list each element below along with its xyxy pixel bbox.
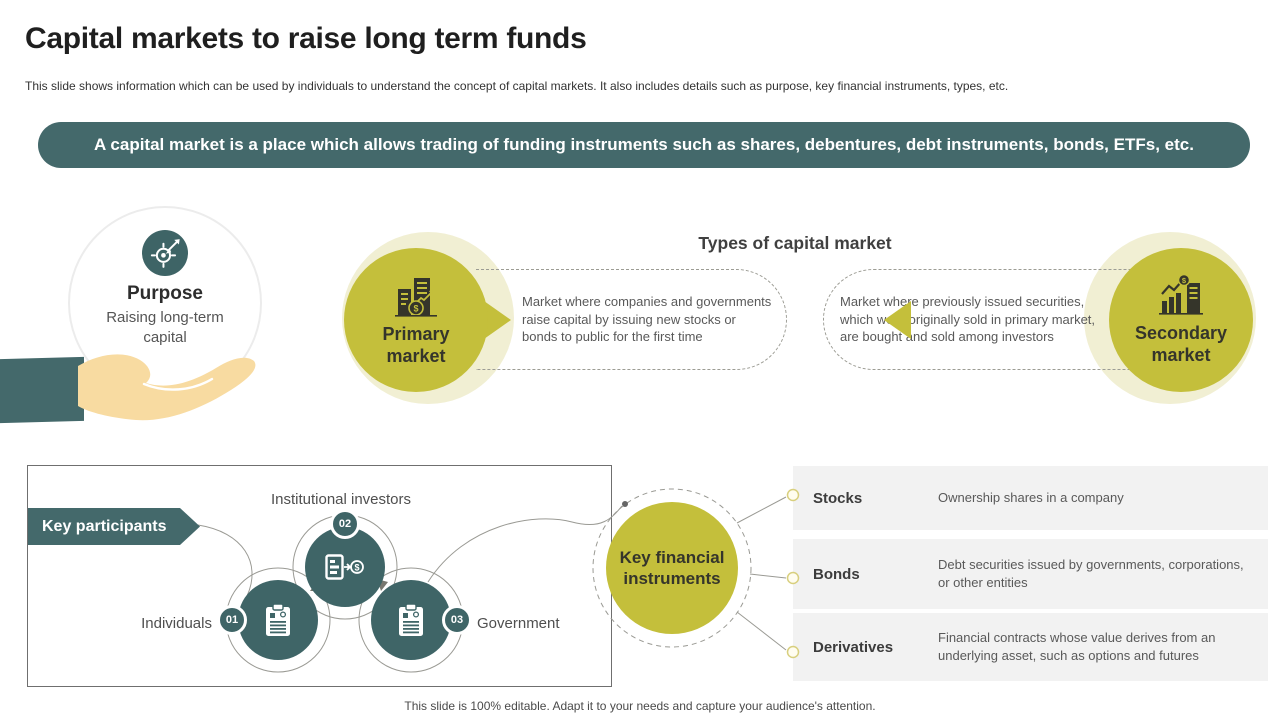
instrument-row-stocks: Stocks Ownership shares in a company: [793, 466, 1268, 530]
secondary-market-label: Secondary market: [1134, 323, 1228, 365]
types-heading: Types of capital market: [698, 233, 892, 253]
primary-market-callout: Market where companies and governments r…: [476, 269, 787, 370]
participant-circle-government: [371, 580, 451, 660]
badge-number: 03: [450, 614, 464, 626]
participant-badge-03: 03: [442, 605, 472, 635]
instrument-row-bonds: Bonds Debt securities issued by governme…: [793, 539, 1268, 609]
instrument-description: Ownership shares in a company: [938, 489, 1124, 505]
purpose-title: Purpose: [126, 283, 204, 304]
svg-text:$: $: [354, 563, 359, 573]
primary-market-arrow: [484, 301, 511, 339]
secondary-market-circle: $ Secondary market: [1109, 248, 1253, 392]
key-financial-instruments-circle: Key financial instruments: [606, 502, 738, 634]
secondary-market-description: Market where previously issued securitie…: [840, 293, 1096, 345]
svg-text:$: $: [1182, 276, 1187, 285]
instrument-description: Debt securities issued by governments, c…: [938, 556, 1244, 590]
clipboard-icon: [266, 603, 290, 636]
page-subtitle: This slide shows information which can b…: [25, 79, 1009, 93]
participant-label-individuals: Individuals: [141, 615, 212, 632]
instrument-term: Stocks: [813, 489, 863, 507]
target-dart-icon: [142, 230, 188, 276]
participant-label-institutional-investors: Institutional investors: [270, 491, 412, 508]
key-participants-tag-label: Key participants: [42, 517, 167, 535]
participant-badge-02: 02: [330, 509, 360, 539]
page-title: Capital markets to raise long term funds: [25, 22, 587, 55]
participant-label-government: Government: [477, 615, 560, 632]
badge-number: 01: [225, 614, 239, 626]
participant-badge-01: 01: [217, 605, 247, 635]
instrument-term: Bonds: [813, 565, 860, 583]
buildings-dollar-icon: $: [395, 278, 437, 318]
footer-note: This slide is 100% editable. Adapt it to…: [404, 699, 876, 713]
purpose-description: Raising long-term capital: [106, 309, 224, 346]
secondary-market-arrow: [884, 301, 911, 339]
growth-chart-dollar-icon: $: [1159, 274, 1203, 316]
hand-sleeve: [0, 356, 84, 424]
definition-banner: A capital market is a place which allows…: [38, 122, 1250, 168]
instrument-description: Financial contracts whose value derives …: [938, 629, 1216, 663]
key-participants-tag: Key participants: [28, 508, 200, 545]
badge-number: 02: [338, 518, 352, 530]
svg-text:$: $: [413, 304, 418, 314]
definition-banner-text: A capital market is a place which allows…: [94, 135, 1194, 154]
org-chart-dollar-icon: $: [325, 554, 364, 580]
hand-icon: [78, 354, 256, 421]
primary-market-description: Market where companies and governments r…: [522, 293, 772, 345]
secondary-market-callout: Market where previously issued securitie…: [823, 269, 1134, 370]
participant-circle-individuals: [238, 580, 318, 660]
primary-market-label: Primary market: [382, 324, 450, 366]
instrument-term: Derivatives: [813, 638, 894, 656]
primary-market-circle: $ Primary market: [344, 248, 488, 392]
instrument-row-derivatives: Derivatives Financial contracts whose va…: [793, 613, 1268, 681]
key-financial-instruments-label: Key financial instruments: [619, 547, 725, 588]
participant-circle-institutional-investors: $: [305, 527, 385, 607]
clipboard-icon: [399, 603, 423, 636]
